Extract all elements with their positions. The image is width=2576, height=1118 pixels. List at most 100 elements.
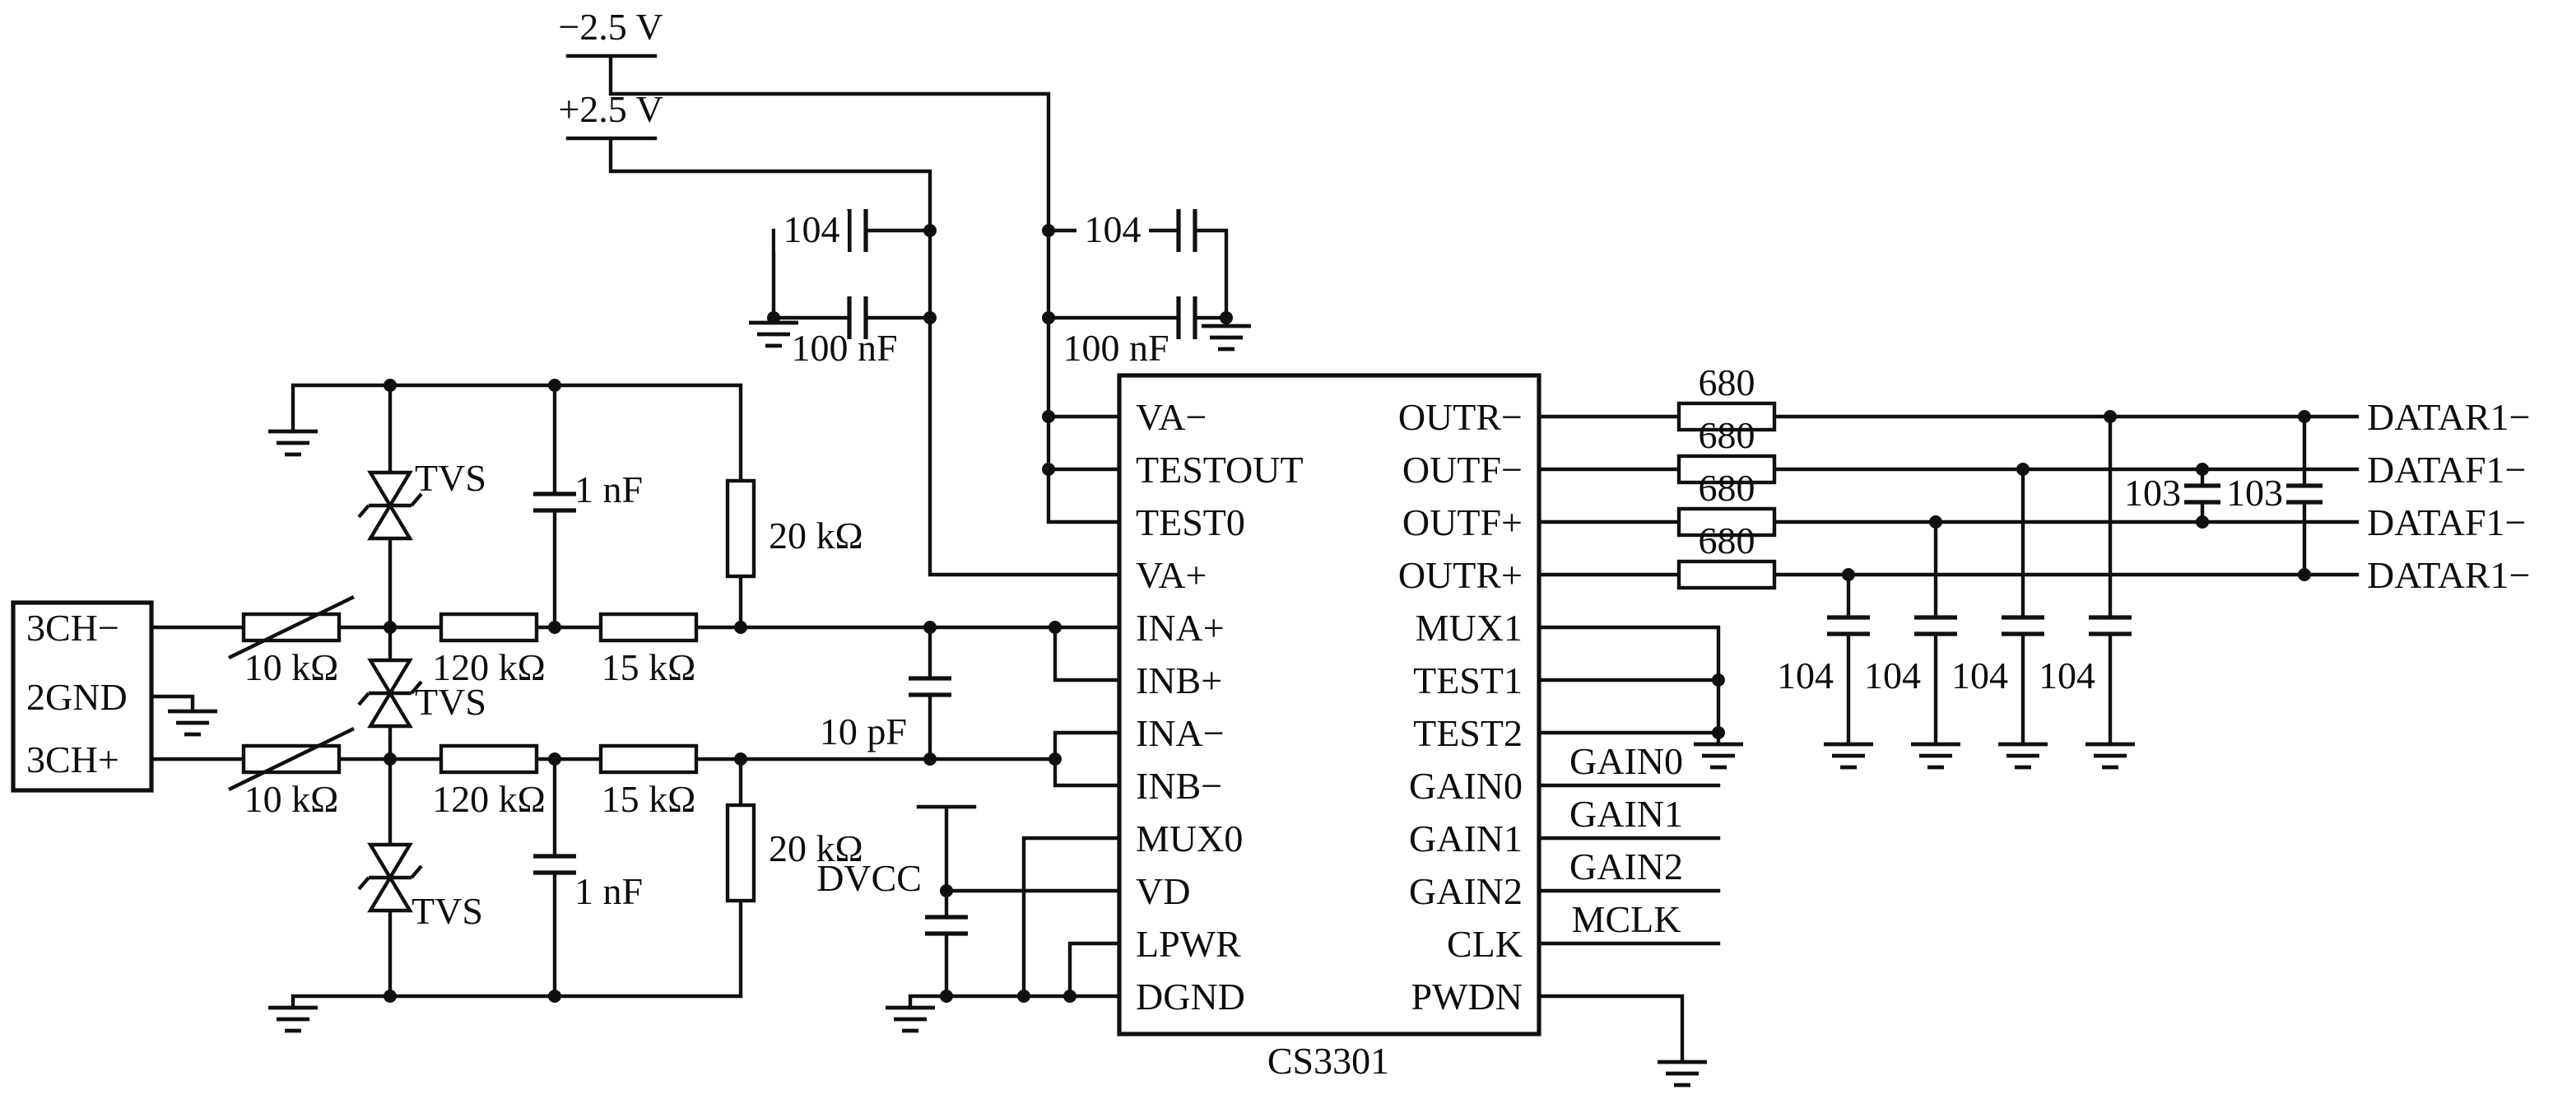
pin-label-pwdn: PWDN xyxy=(1411,976,1523,1018)
filter-cap-label-top: 1 nF xyxy=(574,468,643,510)
capacitors xyxy=(533,209,2323,936)
net-label-gain2: GAIN2 xyxy=(1569,845,1683,887)
ground-icon xyxy=(1824,744,1873,767)
output-capacitor-plates xyxy=(1827,483,2323,636)
label-whiteout xyxy=(1076,211,1149,252)
tvs-label-3: TVS xyxy=(412,890,483,932)
pin-label-vd: VD xyxy=(1136,870,1190,912)
pin-label-test1: TEST1 xyxy=(1413,659,1523,701)
tvs-diodes xyxy=(359,473,421,911)
ground-icon xyxy=(1202,326,1251,349)
pos-supply-label: +2.5 V xyxy=(558,88,663,130)
output-cap-label-4: 104 xyxy=(2039,654,2095,696)
pin-label-ina-pos: INA+ xyxy=(1136,607,1225,649)
series-resistor2-label-bottom: 15 kΩ xyxy=(602,778,696,820)
output-resistor-label-1: 680 xyxy=(1699,361,1755,403)
pin-label-dgnd: DGND xyxy=(1136,976,1245,1018)
bias-resistor-label-bottom: 20 kΩ xyxy=(769,827,863,869)
ground-icon xyxy=(1694,744,1743,767)
pin-label-gain2: GAIN2 xyxy=(1409,870,1523,912)
bypass-cap-value-label-1: 100 nF xyxy=(791,327,897,369)
net-label-gain0: GAIN0 xyxy=(1569,740,1683,782)
pin-label-gain1: GAIN1 xyxy=(1409,818,1523,859)
center-wires xyxy=(908,625,1122,1010)
tvs-label-2: TVS xyxy=(415,681,486,723)
pin-label-test0: TEST0 xyxy=(1136,501,1245,543)
input-resistor-label-bottom: 10 kΩ xyxy=(244,778,339,820)
pin-label-va-neg: VA− xyxy=(1136,396,1207,438)
resistors xyxy=(228,401,1777,903)
ground-icon xyxy=(2085,744,2135,767)
ground-icon xyxy=(268,1008,318,1031)
resistor-680-2 xyxy=(1676,454,1777,485)
resistor-120k-bottom xyxy=(439,743,539,775)
ground-icon xyxy=(268,431,318,454)
input-resistor-label-top: 10 kΩ xyxy=(244,646,339,688)
pin-label-outr-neg: OUTR− xyxy=(1398,396,1523,438)
pin-label-inb-neg: INB− xyxy=(1136,765,1222,807)
output-cap-label-2: 104 xyxy=(1864,654,1921,696)
filter-cap-label-bottom: 1 nF xyxy=(574,870,643,912)
pin-label-clk: CLK xyxy=(1447,923,1523,965)
junction-dots xyxy=(384,224,2311,1003)
connector-pin-label-3: 3CH+ xyxy=(26,738,119,780)
series-resistor1-label-bottom: 120 kΩ xyxy=(432,778,546,820)
bypass-capacitor-plates-positive xyxy=(847,209,868,339)
series-resistor2-label-top: 15 kΩ xyxy=(602,646,696,688)
dvcc-supply-label: DVCC xyxy=(816,857,922,899)
pin-label-outf-pos: OUTF+ xyxy=(1402,501,1523,543)
resistor-680-4 xyxy=(1676,559,1777,590)
pin-label-mux0: MUX0 xyxy=(1136,818,1243,859)
resistor-20k-top xyxy=(725,478,756,579)
ground-icon xyxy=(1911,744,1960,767)
input-capacitor-plates xyxy=(909,676,951,697)
connector-pin-label-2: 2GND xyxy=(26,676,128,718)
output-net-label-4: DATAR1− xyxy=(2367,554,2531,596)
pin-label-outr-pos: OUTR+ xyxy=(1398,554,1523,596)
bias-resistor-label-top: 20 kΩ xyxy=(769,515,863,557)
pin-label-testout: TESTOUT xyxy=(1136,449,1304,491)
pair-cap-label-1: 103 xyxy=(2124,472,2181,514)
output-wires xyxy=(1537,414,2360,1064)
bypass-cap-code-label-2: 104 xyxy=(1085,208,1142,250)
output-cap-label-3: 104 xyxy=(1951,654,2008,696)
bypass-capacitor-plates-negative xyxy=(1176,209,1197,339)
neg-supply-label: −2.5 V xyxy=(558,6,663,48)
pin-label-inb-pos: INB+ xyxy=(1136,659,1222,701)
net-label-mclk: MCLK xyxy=(1572,898,1681,940)
resistor-15k-top xyxy=(598,612,699,643)
resistor-680-3 xyxy=(1676,506,1777,538)
net-label-gain1: GAIN1 xyxy=(1569,793,1683,835)
dvcc-capacitor-plates xyxy=(925,915,968,936)
tvs-diode-icon xyxy=(359,473,421,538)
pin-label-outf-neg: OUTF− xyxy=(1402,449,1523,491)
varistor-top xyxy=(228,595,355,659)
pin-label-va-pos: VA+ xyxy=(1136,554,1207,596)
output-resistor-label-2: 680 xyxy=(1699,414,1755,456)
pin-label-mux1: MUX1 xyxy=(1416,607,1523,649)
labels: −2.5 V +2.5 V 104 104 100 nF 100 nF 3CH−… xyxy=(26,6,2531,1082)
resistor-15k-bottom xyxy=(598,743,699,775)
ground-icon xyxy=(168,711,217,734)
label-whiteout xyxy=(775,211,848,252)
output-net-label-3: DATAF1− xyxy=(2367,501,2527,543)
resistor-120k-top xyxy=(439,612,539,643)
pair-cap-label-2: 103 xyxy=(2226,472,2283,514)
ground-icon xyxy=(1658,1062,1707,1085)
ground-icon xyxy=(886,1008,935,1031)
output-net-label-1: DATAR1− xyxy=(2367,396,2531,438)
input-connector-box xyxy=(11,600,154,793)
output-cap-label-1: 104 xyxy=(1777,654,1834,696)
ground-icon xyxy=(1998,744,2048,767)
series-resistor1-label-top: 120 kΩ xyxy=(432,646,546,688)
resistor-20k-bottom xyxy=(725,803,756,903)
varistor-bottom xyxy=(228,727,355,791)
tvs-diode-icon xyxy=(359,660,421,726)
output-resistor-label-3: 680 xyxy=(1699,467,1755,509)
bypass-cap-code-label-1: 104 xyxy=(783,208,840,250)
pin-label-ina-neg: INA− xyxy=(1136,712,1225,754)
chip-body xyxy=(1117,373,1541,1036)
connector-pin-label-1: 3CH− xyxy=(26,607,119,649)
chip-name-label: CS3301 xyxy=(1267,1040,1389,1082)
